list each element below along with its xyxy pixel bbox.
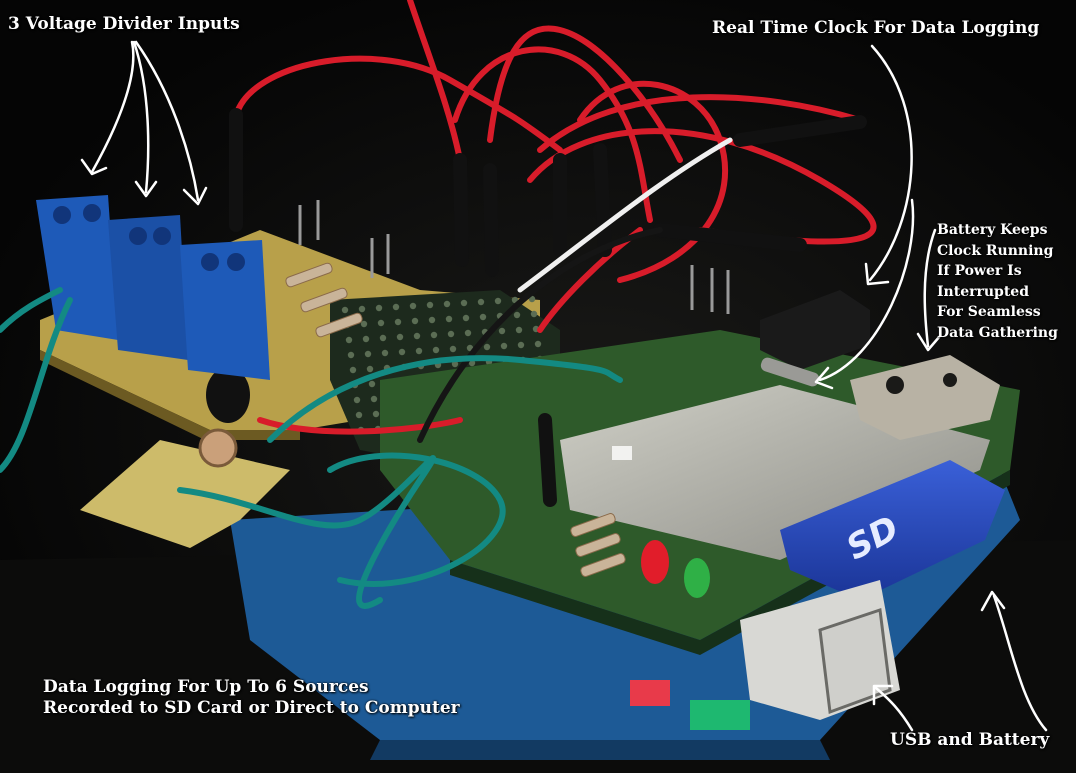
perf-dot [500,342,508,350]
perf-dot [430,331,438,339]
perf-dot [415,347,423,355]
perf-dot [528,295,536,303]
proto-board-edge [40,350,300,440]
perf-dot [392,303,400,311]
perf-dot [445,315,453,323]
battery-note-line: Clock Running [937,242,1054,259]
perf-dot [358,305,366,313]
perf-dot [428,316,436,324]
perf-dot [432,346,440,354]
perf-dot [353,396,361,404]
perf-dot [483,343,491,351]
perf-dot [364,350,372,358]
perf-dot [341,306,349,314]
perf-dot [396,333,404,341]
perf-dot [398,348,406,356]
perf-dot [377,319,385,327]
perf-dot [413,332,421,340]
perf-dot [355,411,363,419]
battery-hole [886,376,904,394]
perf-dot [443,300,451,308]
perf-dot [447,330,455,338]
perf-dot [477,298,485,306]
resistors [285,262,626,577]
perf-dot [498,327,506,335]
green-led [684,558,710,598]
perf-dot [411,317,419,325]
perf-dot [451,360,459,368]
perf-dot [370,395,378,403]
perf-dot [368,380,376,388]
perf-dot [379,334,387,342]
perf-dot [449,345,457,353]
wire-sleeves [229,108,867,507]
perf-dot [494,297,502,305]
perf-dot [479,313,487,321]
perf-dot [347,351,355,359]
perf-dot [464,329,472,337]
header-pins [298,200,730,314]
teal-wires [0,287,623,609]
board-green-pad [690,700,750,730]
battery-note-line: For Seamless [937,304,1041,320]
sd-holder-notch [612,446,632,460]
logging-shield-edge [450,470,1010,655]
battery-note-line: Data Gathering [937,324,1058,341]
perf-dot [372,410,380,418]
perf-dot [362,335,370,343]
voltage-inputs-label: 3 Voltage Divider Inputs [8,14,240,34]
perf-dot [375,304,383,312]
perf-dot [462,314,470,322]
usb-battery-label: USB and Battery [890,730,1050,750]
light-sensor [198,428,238,468]
transistor [206,367,250,423]
arduino-board-edge [370,740,830,760]
perf-dot [345,336,353,344]
white-wire [517,137,733,293]
black-wire [417,227,663,443]
perf-dot [517,341,525,349]
perf-dot [468,359,476,367]
perf-dot [349,366,357,374]
perf-dot [381,349,389,357]
screw-terminals [36,195,270,380]
usb-jack-pad [630,680,670,706]
perf-dot [534,340,542,348]
perf-dot [515,326,523,334]
perf-dot [360,320,368,328]
battery-note-line: Interrupted [937,283,1029,300]
sd-card [780,460,1005,600]
summary-line: Recorded to SD Card or Direct to Compute… [43,698,460,718]
battery-note-line: If Power Is [937,263,1022,279]
summary-line: Data Logging For Up To 6 Sources [43,677,369,697]
rtc-label: Real Time Clock For Data Logging [712,18,1040,38]
battery-note-line: Battery Keeps [937,222,1048,238]
red-led [641,540,669,584]
perf-dot [409,302,417,310]
battery-hole [943,373,957,387]
ldr-perf-board [80,440,290,548]
perf-dot [530,310,538,318]
perf-dot [366,365,374,373]
crystal [760,357,820,387]
perf-dot [460,299,468,307]
perf-dot [513,311,521,319]
summary-caption: Data Logging For Up To 6 Sources Recorde… [43,677,460,719]
perf-dot [426,301,434,309]
perf-dot [394,318,402,326]
battery-note: Battery Keeps Clock Running If Power Is … [937,220,1058,343]
